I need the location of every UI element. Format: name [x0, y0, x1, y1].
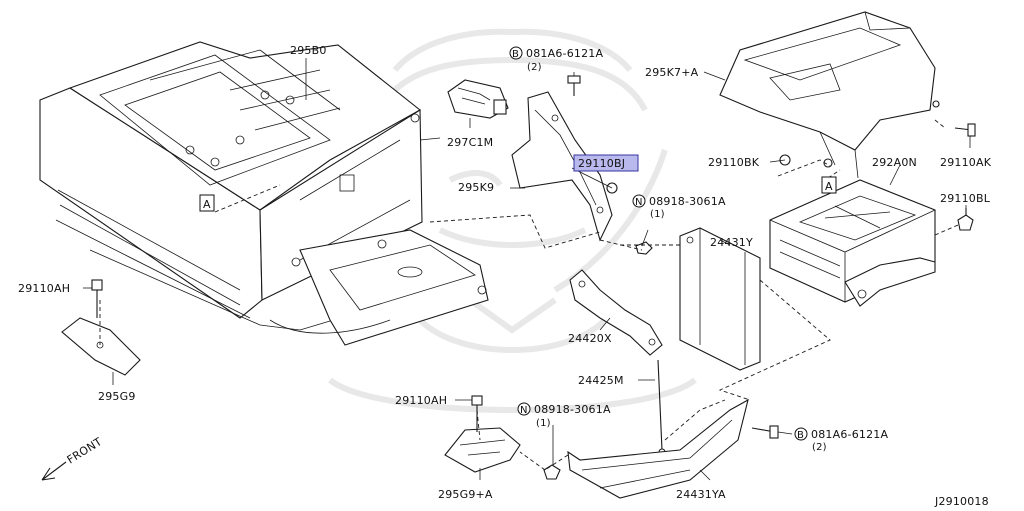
n-circle-icon [632, 194, 646, 208]
diagram-id: J2910018 [934, 495, 989, 508]
label-front: FRONT [65, 435, 105, 467]
label-297C1M: 297C1M [447, 136, 493, 149]
part-24420X-bracket [569, 269, 663, 356]
callout-bolt-top: B 081A6-6121A (2) [509, 46, 603, 73]
part-297C1M-sensor [447, 79, 509, 119]
label-292A0N: 292A0N [872, 156, 917, 169]
label-bolt-top-code: 081A6-6121A [526, 47, 603, 60]
label-24431Y: 24431Y [710, 236, 753, 249]
part-24431YA-bracket [567, 398, 779, 499]
assembly-dashed-lines [99, 119, 959, 471]
b-circle-icon [794, 427, 808, 441]
b-symbol-right: B [797, 430, 804, 441]
part-24425M-rod [657, 359, 666, 456]
label-29110BL: 29110BL [940, 192, 991, 205]
part-295G9-bracket [61, 279, 141, 376]
part-295G9A-bracket [444, 395, 561, 480]
label-29110BK: 29110BK [708, 156, 760, 169]
n-symbol-mid: N [635, 197, 643, 208]
leader-lines [83, 58, 971, 481]
ref-box-A-right-label: A [825, 180, 833, 193]
label-nut-mid-code: 08918-3061A [649, 195, 726, 208]
n-symbol-bottom: N [520, 405, 528, 416]
battery-housing-assembly [39, 41, 489, 346]
label-nut-bottom-qty: (1) [536, 418, 551, 429]
b-symbol-top: B [512, 49, 519, 60]
front-direction-indicator: FRONT [41, 435, 105, 481]
callout-bolt-right: B 081A6-6121A (2) [794, 427, 888, 453]
label-bolt-right-code: 081A6-6121A [811, 428, 888, 441]
label-295K9: 295K9 [458, 181, 494, 194]
callout-nut-mid: N 08918-3061A (1) [632, 194, 726, 220]
label-24420X: 24420X [568, 332, 612, 345]
front-arrow-icon [41, 461, 67, 481]
ref-box-A-right: A [821, 176, 837, 194]
n-circle-icon [517, 402, 531, 416]
label-29110AK: 29110AK [940, 156, 992, 169]
label-nut-mid-qty: (1) [650, 209, 665, 220]
label-nut-bottom-code: 08918-3061A [534, 403, 611, 416]
label-24425M: 24425M [578, 374, 624, 387]
b-circle-icon [509, 46, 523, 60]
callout-nut-bottom: N 08918-3061A (1) [517, 402, 611, 429]
label-24431YA: 24431YA [676, 488, 726, 501]
part-24431Y-plate [679, 227, 761, 371]
label-29110AH-bottom: 29110AH [395, 394, 447, 407]
label-295G9: 295G9 [98, 390, 136, 403]
label-295B0: 295B0 [290, 44, 327, 57]
label-29110AH-left: 29110AH [18, 282, 70, 295]
part-292A0N-module [769, 179, 974, 307]
highlight-box [573, 154, 639, 172]
ref-box-A-left-label: A [203, 198, 211, 211]
label-295G9A: 295G9+A [438, 488, 493, 501]
label-29110BJ: 29110BJ [578, 157, 625, 170]
ref-box-A-left: A [199, 194, 215, 212]
label-bolt-top-qty: (2) [527, 62, 542, 73]
label-29110BJ-highlight[interactable]: 29110BJ [573, 154, 639, 172]
label-bolt-right-qty: (2) [812, 442, 827, 453]
label-295K7A: 295K7+A [645, 66, 699, 79]
part-295K7A-cover [719, 11, 976, 179]
